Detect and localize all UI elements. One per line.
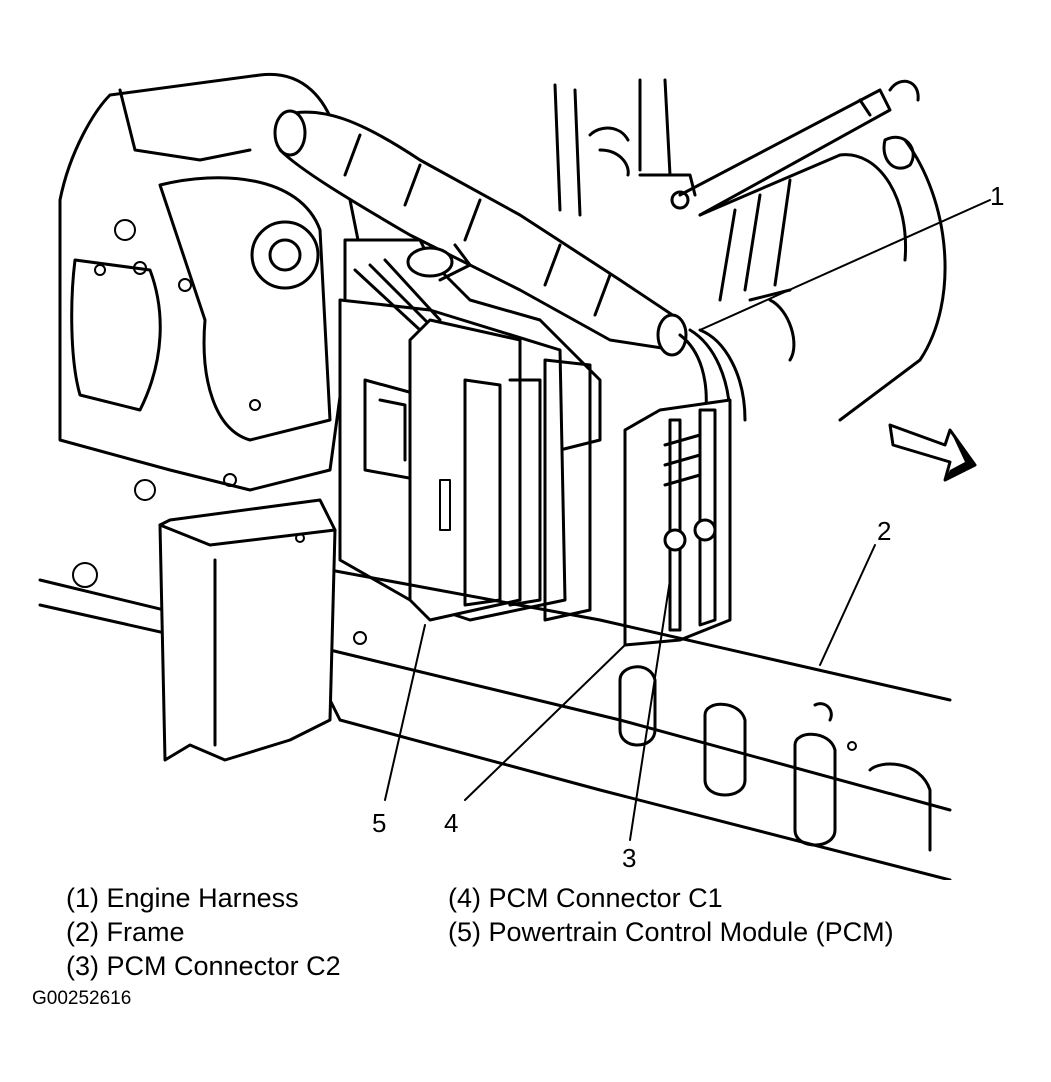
leader-line-2: [819, 544, 876, 666]
leader-line-4: [464, 644, 626, 801]
lower-cover: [158, 498, 337, 762]
leader-line-5: [384, 624, 426, 801]
legend-item: (1) Engine Harness: [66, 883, 299, 913]
callout-5: 5: [372, 808, 387, 838]
callout-2: 2: [877, 516, 892, 546]
legend-right: (4) PCM Connector C1 (5) Powertrain Cont…: [448, 881, 894, 949]
legend-item: (4) PCM Connector C1: [448, 883, 723, 913]
legend-item: (2) Frame: [66, 917, 185, 947]
callout-3: 3: [622, 843, 637, 873]
legend-item: (5) Powertrain Control Module (PCM): [448, 917, 894, 947]
leader-line-1: [699, 199, 991, 331]
legend-left: (1) Engine Harness (2) Frame (3) PCM Con…: [66, 881, 341, 983]
upper-bracket: [553, 78, 947, 422]
pcm-module: [338, 238, 602, 622]
callout-1: 1: [990, 181, 1005, 211]
callout-4: 4: [444, 808, 459, 838]
legend-item: (3) PCM Connector C2: [66, 951, 341, 981]
pcm-connector-c2: [623, 398, 732, 647]
pcm-location-illustration: [38, 72, 991, 880]
leader-line-3: [629, 579, 671, 841]
engine-harness: [273, 109, 747, 422]
leader-lines: [384, 199, 991, 841]
forward-arrow-icon: [888, 423, 977, 482]
figure-id: G00252616: [32, 988, 132, 1009]
